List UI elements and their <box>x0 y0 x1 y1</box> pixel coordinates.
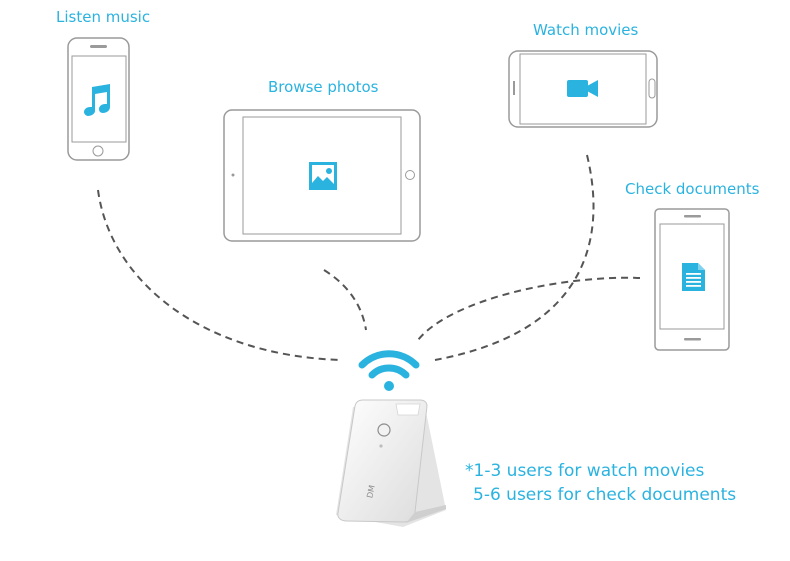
usage-note-line1: *1-3 users for watch movies <box>465 461 705 481</box>
phone-documents <box>654 208 730 351</box>
phone-movies <box>508 50 658 128</box>
label-check-documents: Check documents <box>625 180 760 198</box>
wireless-hub-device: DM <box>336 399 446 527</box>
wire-music <box>97 189 341 361</box>
usage-note-line2: 5-6 users for check documents <box>473 485 737 505</box>
wire-photos <box>323 269 367 331</box>
video-camera-icon <box>567 80 598 97</box>
label-browse-photos: Browse photos <box>268 78 379 96</box>
tablet-photos <box>223 109 421 242</box>
phone-music <box>67 37 130 161</box>
label-listen-music: Listen music <box>56 8 151 26</box>
document-icon <box>682 263 705 291</box>
wire-documents <box>417 276 641 341</box>
music-note-icon <box>84 84 110 116</box>
label-watch-movies: Watch movies <box>533 21 639 39</box>
image-icon <box>309 162 337 190</box>
wifi-icon <box>358 350 420 391</box>
hub-logo: DM <box>365 484 377 499</box>
connection-lines <box>97 154 641 361</box>
usage-note: *1-3 users for watch movies 5-6 users fo… <box>465 459 736 507</box>
wire-movies <box>434 154 595 361</box>
